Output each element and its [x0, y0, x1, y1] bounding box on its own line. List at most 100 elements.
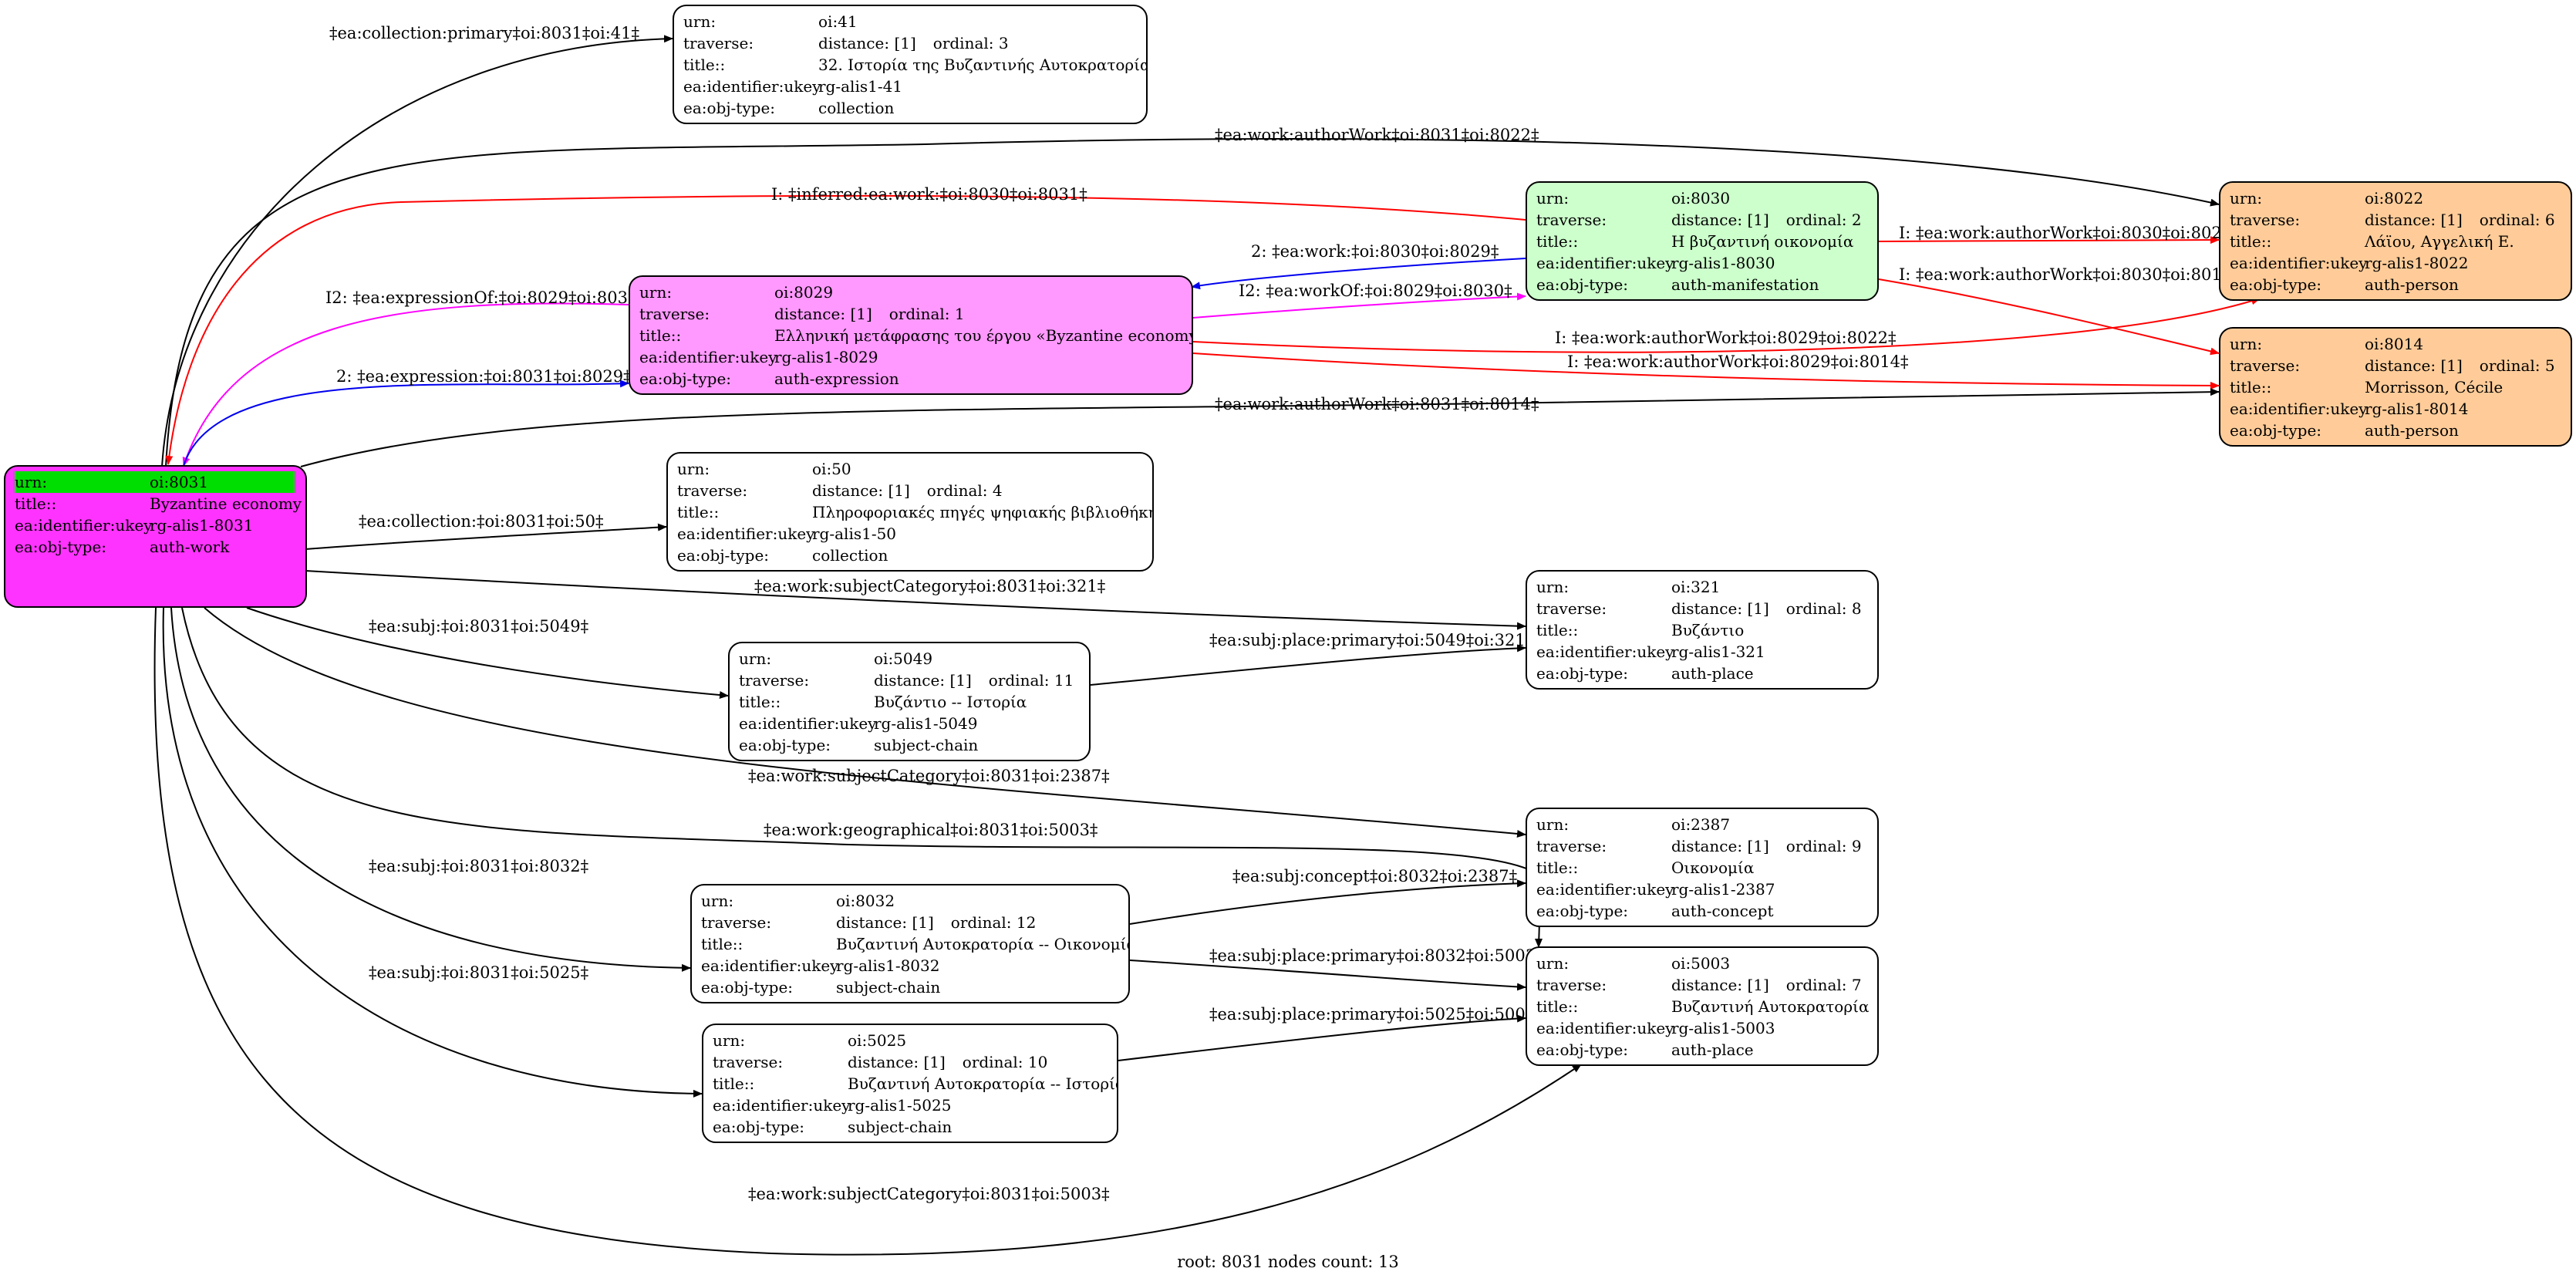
node-field-row: title::Βυζαντινή Αυτοκρατορία — [1536, 996, 1869, 1017]
edge-label: ‡ea:work:subjectCategory‡oi:8031‡oi:2387… — [748, 767, 1110, 785]
edge-expression — [183, 379, 629, 467]
field-key: traverse: — [683, 34, 754, 52]
field-key: urn: — [1536, 954, 1570, 973]
field-key: ea:identifier:ukey — [1536, 880, 1674, 899]
field-value: auth-expression — [774, 369, 899, 388]
field-key: title:: — [713, 1074, 755, 1093]
field-value: collection — [818, 99, 895, 117]
field-value-ordinal: ordinal: 9 — [1785, 837, 1862, 855]
field-value: rg-alis1-50 — [812, 524, 897, 543]
edge-label: ‡ea:subj:‡oi:8031‡oi:5049‡ — [369, 617, 588, 636]
field-value: auth-place — [1671, 664, 1754, 683]
node-field-row: urn: oi:5003 — [1536, 953, 1866, 974]
field-key: urn: — [1536, 189, 1570, 207]
field-value: rg-alis1-5025 — [848, 1096, 952, 1115]
field-value: subject-chain — [874, 736, 979, 754]
field-key: ea:obj-type: — [683, 99, 776, 117]
field-value-ordinal: ordinal: 1 — [888, 305, 965, 323]
field-key: title:: — [2230, 378, 2272, 396]
field-value: Πληροφοριακές πηγές ψηφιακής βιβλιοθήκης — [812, 503, 1154, 521]
field-value: collection — [812, 546, 888, 565]
field-value: rg-alis1-41 — [818, 77, 903, 96]
node-field-row: urn:oi:8032 — [701, 890, 1118, 912]
field-key: title:: — [15, 494, 57, 513]
node-field-row: traverse:distance: [1]ordinal: 12 — [701, 912, 1118, 933]
edge-label: I: ‡ea:work:authorWork‡oi:8030‡oi:8014‡ — [1899, 265, 2241, 284]
edge-work-8030-8029 — [1191, 258, 1526, 290]
edge-5025-5003 — [1118, 1014, 1526, 1061]
edge-8030-8014 — [1878, 278, 2220, 356]
field-value: oi:8031 — [150, 473, 209, 491]
edge-8032-5003 — [1129, 960, 1526, 991]
field-key: ea:obj-type: — [701, 978, 794, 997]
edge-label: I: ‡ea:work:authorWork‡oi:8029‡oi:8014‡ — [1567, 352, 1909, 371]
field-key: ea:identifier:ukey — [713, 1096, 851, 1115]
node-field-row: urn: oi:8031 — [15, 471, 295, 493]
field-value: oi:8030 — [1671, 189, 1731, 207]
node-field-row: urn:oi:8022 — [2230, 187, 2560, 209]
field-value: auth-person — [2365, 275, 2459, 294]
field-value: Morrisson, Cécile — [2365, 378, 2504, 396]
node-field-row: urn:oi:41 — [683, 11, 1135, 32]
node-field-row: ea:obj-type:auth-person — [2230, 274, 2560, 295]
field-value-ordinal: ordinal: 7 — [1785, 976, 1862, 994]
field-key: ea:obj-type: — [2230, 421, 2322, 440]
edge-label: ‡ea:work:subjectCategory‡oi:8031‡oi:5003… — [748, 1185, 1110, 1203]
node-field-row: ea:obj-type:auth-manifestation — [1536, 274, 1866, 295]
node-field-row: urn:oi:5049 — [739, 648, 1078, 669]
node-oi-5003[interactable]: urn: oi:5003 traverse: distance: [1] ordinal… — [1526, 946, 1879, 1066]
field-value: rg-alis1-8022 — [2365, 254, 2469, 272]
node-field-row: ea:obj-type:auth-person — [2230, 420, 2560, 441]
field-key: traverse: — [713, 1053, 784, 1071]
field-key: ea:obj-type: — [15, 538, 107, 556]
edge-label: I2: ‡ea:workOf:‡oi:8029‡oi:8030‡ — [1239, 282, 1512, 300]
node-field-row: title::Ελληνική μετάφρασης του έργου «By… — [639, 325, 1192, 346]
node-field-row: ea:obj-type: collection — [683, 97, 1135, 119]
field-key: traverse: — [1536, 976, 1607, 994]
field-key: ea:identifier:ukey — [639, 348, 777, 366]
field-value-ordinal: ordinal: 2 — [1785, 211, 1862, 229]
node-field-row: urn:oi:2387 — [1536, 814, 1866, 835]
field-key: urn: — [713, 1031, 746, 1050]
node-field-row: traverse:distance: [1]ordinal: 2 — [1536, 209, 1866, 231]
edge-label: ‡ea:work:authorWork‡oi:8031‡oi:8014‡ — [1215, 395, 1539, 413]
field-key: traverse: — [2230, 356, 2301, 375]
field-key: ea:obj-type: — [1536, 902, 1629, 920]
edge-subj-5049 — [246, 607, 729, 700]
field-value: distance: [1] — [812, 481, 910, 500]
edge-subj-5025 — [162, 607, 703, 1098]
field-key: urn: — [15, 473, 48, 491]
node-field-row: ea:obj-type:subject-chain — [713, 1116, 1106, 1138]
field-value: oi:8029 — [774, 283, 834, 302]
field-value: auth-manifestation — [1671, 275, 1819, 294]
field-key: urn: — [677, 460, 710, 478]
field-value: oi:5003 — [1671, 954, 1731, 973]
edge-label: ‡ea:subj:place:primary‡oi:5049‡oi:321‡ — [1209, 631, 1533, 649]
node-field-row: urn:oi:50 — [677, 458, 1141, 480]
edge-collection-50 — [305, 523, 667, 550]
edge-authorwork-8014 — [300, 388, 2220, 467]
field-value: distance: [1] — [1671, 211, 1769, 229]
field-key: urn: — [683, 12, 716, 31]
node-field-row: title::Λάϊου, Αγγελική Ε. — [2230, 231, 2560, 252]
edge-label: ‡ea:subj:‡oi:8031‡oi:5025‡ — [369, 963, 588, 982]
field-value: distance: [1] — [1671, 976, 1769, 994]
node-field-row: ea:obj-type:subject-chain — [701, 976, 1118, 998]
field-key: urn: — [701, 892, 734, 910]
